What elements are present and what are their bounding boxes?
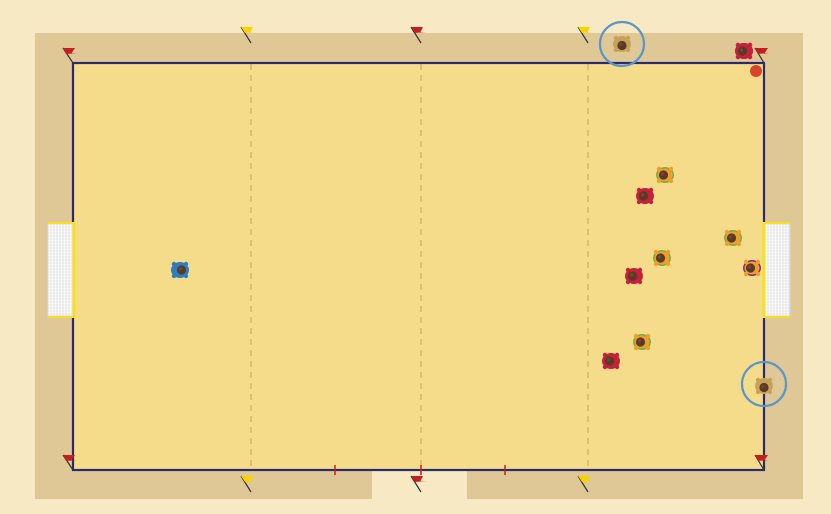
goalkeeper-blue-icon[interactable] (171, 262, 189, 278)
player-orange-icon[interactable] (633, 334, 651, 350)
right-goal (764, 222, 790, 318)
player-red-icon[interactable] (602, 353, 620, 369)
player-red-icon[interactable] (636, 188, 654, 204)
bench-gap (372, 470, 467, 500)
player-orange-icon[interactable] (653, 250, 671, 266)
ball[interactable] (750, 65, 762, 77)
goalkeeper-orange-icon[interactable] (743, 260, 761, 276)
player-red-icon[interactable] (735, 43, 753, 59)
player-orange-icon[interactable] (724, 230, 742, 246)
player-red-icon[interactable] (625, 268, 643, 284)
referee-referee-icon[interactable] (755, 378, 773, 394)
left-goal (48, 222, 74, 318)
referee-referee-icon[interactable] (613, 36, 631, 52)
player-orange-icon[interactable] (656, 167, 674, 183)
